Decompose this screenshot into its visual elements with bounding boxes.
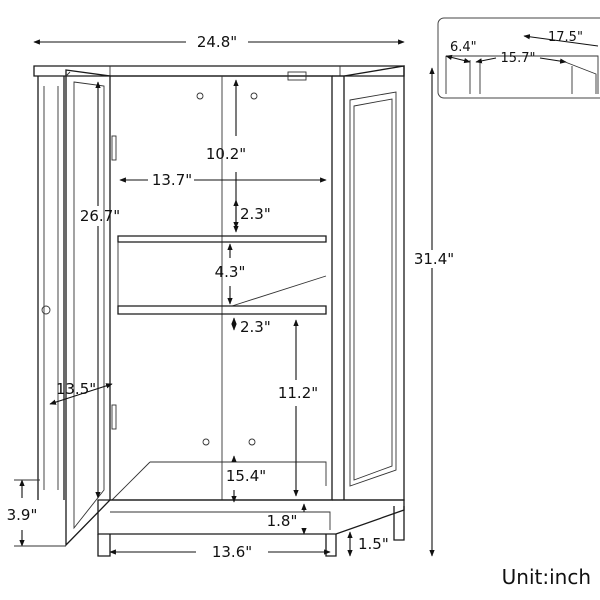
door-height-label: 26.7" xyxy=(80,207,120,225)
dimension-labels: 24.8" 31.4" 10.2" 13.7" 2.3" 4.3" 2.3" 2… xyxy=(7,32,456,561)
open-door xyxy=(41,69,117,547)
shelf-gap-upper-label: 2.3" xyxy=(240,205,271,223)
door-knob-icon xyxy=(41,305,51,315)
top-view-side-depth-label: 6.4" xyxy=(450,40,477,55)
top-view-back-side-label: 17.5" xyxy=(548,30,583,45)
dimension-lines xyxy=(14,39,435,557)
cabinet-drawing xyxy=(33,65,405,557)
overall-width-label: 24.8" xyxy=(197,33,237,51)
door-width-label: 13.5" xyxy=(56,380,96,398)
inner-width-label: 13.7" xyxy=(152,171,192,189)
unit-label: Unit:inch xyxy=(502,565,591,589)
door-bottom-gap-label: 3.9" xyxy=(7,506,38,524)
lower-opening-label: 15.4" xyxy=(226,467,266,485)
top-view-inset: 17.5" 6.4" 15.7" xyxy=(437,17,600,99)
top-view-front-width-label: 15.7" xyxy=(501,51,536,66)
base-height-label: 1.8" xyxy=(267,512,298,530)
upper-height-label: 10.2" xyxy=(206,145,246,163)
shelf-gap-lower-label: 2.3" xyxy=(240,318,271,336)
overall-height-label: 31.4" xyxy=(414,250,454,268)
bottom-width-label: 13.6" xyxy=(212,543,252,561)
lower-height-label: 11.2" xyxy=(278,384,318,402)
leg-height-label: 1.5" xyxy=(358,535,389,553)
shelf-height-label: 4.3" xyxy=(215,263,246,281)
